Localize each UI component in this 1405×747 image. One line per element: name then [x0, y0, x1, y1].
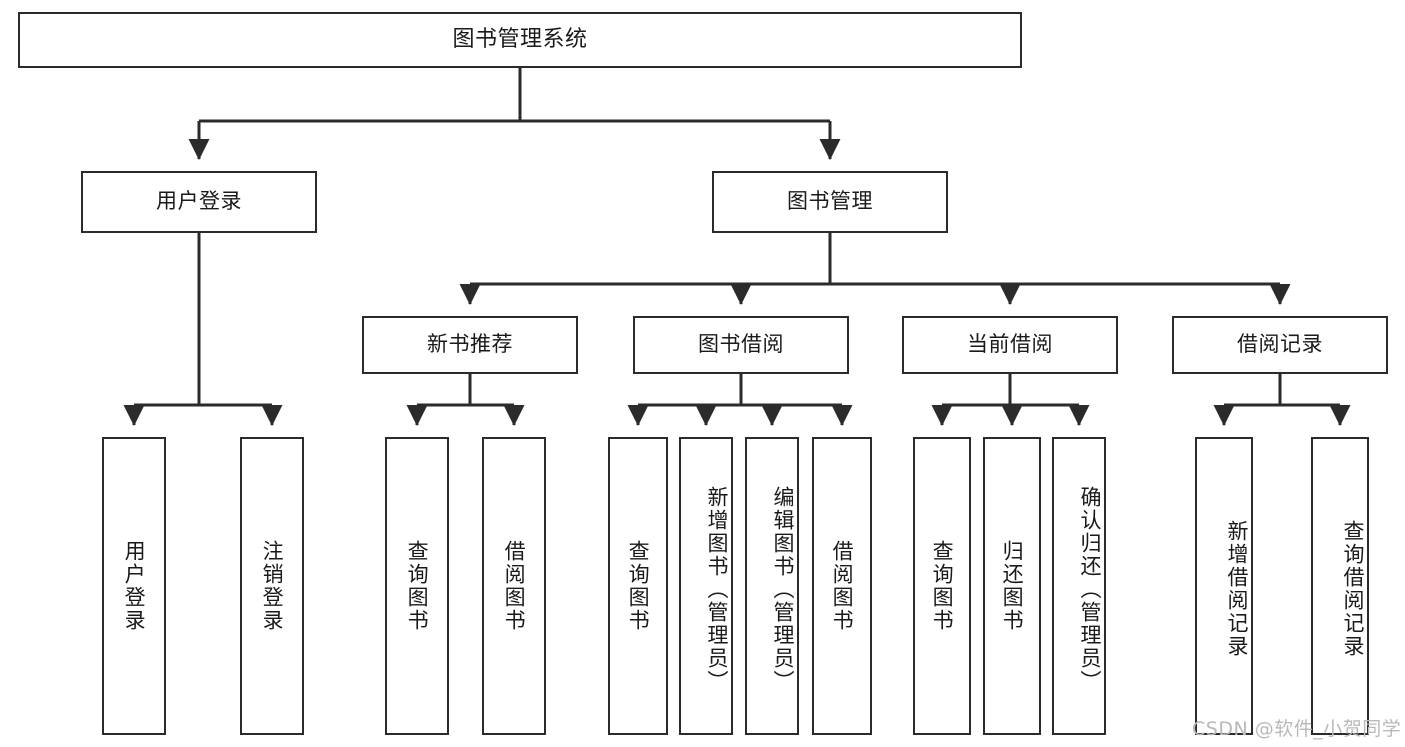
node-label: 查询图书	[405, 540, 430, 632]
node-leaf-login-2[interactable]: 注销登录	[240, 437, 304, 735]
node-leaf-cur-2[interactable]: 归还图书	[983, 437, 1041, 735]
node-borrow[interactable]: 图书借阅	[633, 316, 849, 374]
node-leaf-login-1[interactable]: 用户登录	[102, 437, 166, 735]
node-root[interactable]: 图书管理系统	[18, 12, 1022, 68]
node-leaf-borrow-4[interactable]: 借阅图书	[812, 437, 872, 735]
node-label: 当前借阅	[967, 332, 1053, 357]
node-label: 新增图书（管理员）	[705, 485, 729, 693]
node-label: 归还图书	[1000, 540, 1025, 632]
node-label: 图书管理系统	[452, 26, 588, 52]
node-current[interactable]: 当前借阅	[902, 316, 1118, 374]
node-label: 借阅图书	[502, 540, 527, 632]
node-label: 查询借阅记录	[1341, 520, 1365, 658]
node-leaf-new-2[interactable]: 借阅图书	[482, 437, 546, 735]
node-label: 注销登录	[260, 540, 285, 632]
node-bookmgmt[interactable]: 图书管理	[712, 171, 948, 233]
node-newbook[interactable]: 新书推荐	[362, 316, 578, 374]
node-label: 借阅图书	[830, 540, 855, 632]
node-leaf-rec-2[interactable]: 查询借阅记录	[1311, 437, 1369, 735]
node-label: 图书借阅	[698, 332, 784, 357]
node-leaf-borrow-2[interactable]: 新增图书（管理员）	[679, 437, 733, 735]
node-label: 编辑图书（管理员）	[771, 485, 795, 693]
node-login[interactable]: 用户登录	[81, 171, 317, 233]
node-records[interactable]: 借阅记录	[1172, 316, 1388, 374]
node-label: 借阅记录	[1237, 332, 1323, 357]
node-label: 新书推荐	[427, 332, 513, 357]
node-label: 查询图书	[930, 540, 955, 632]
node-leaf-rec-1[interactable]: 新增借阅记录	[1195, 437, 1253, 735]
watermark: CSDN @软件_小贺同学	[1192, 718, 1402, 740]
node-leaf-borrow-3[interactable]: 编辑图书（管理员）	[745, 437, 799, 735]
node-leaf-cur-1[interactable]: 查询图书	[913, 437, 971, 735]
node-label: 用户登录	[122, 540, 147, 632]
node-label: 用户登录	[156, 189, 242, 214]
node-label: 图书管理	[787, 189, 873, 214]
node-label: 确认归还（管理员）	[1078, 485, 1102, 693]
node-leaf-new-1[interactable]: 查询图书	[385, 437, 449, 735]
node-leaf-cur-3[interactable]: 确认归还（管理员）	[1052, 437, 1106, 735]
node-label: 查询图书	[626, 540, 651, 632]
node-label: 新增借阅记录	[1225, 520, 1249, 658]
node-leaf-borrow-1[interactable]: 查询图书	[608, 437, 668, 735]
